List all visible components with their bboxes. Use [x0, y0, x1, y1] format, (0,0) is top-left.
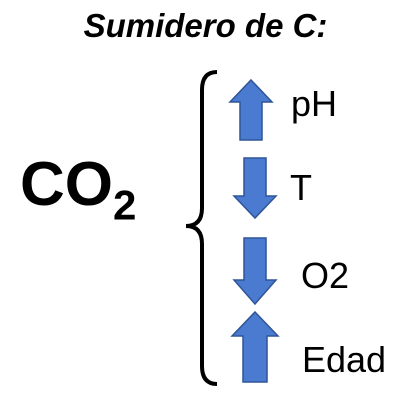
- ph-arrow-up-icon: [228, 78, 274, 141]
- factor-label-t: T: [290, 167, 312, 208]
- co2-formula: CO2: [20, 150, 136, 226]
- factor-label-ph: pH: [291, 83, 338, 124]
- t-arrow-down-icon: [232, 157, 278, 220]
- diagram-title: Sumidero de C:: [83, 7, 328, 44]
- o2-arrow-down-icon: [232, 237, 278, 306]
- co2-main: CO: [20, 150, 113, 219]
- factor-label-o2: O2: [301, 255, 350, 296]
- curly-bracket: [185, 70, 218, 386]
- factor-label-edad: Edad: [302, 339, 387, 380]
- co2-subscript: 2: [113, 181, 137, 229]
- edad-arrow-up-icon: [230, 310, 280, 383]
